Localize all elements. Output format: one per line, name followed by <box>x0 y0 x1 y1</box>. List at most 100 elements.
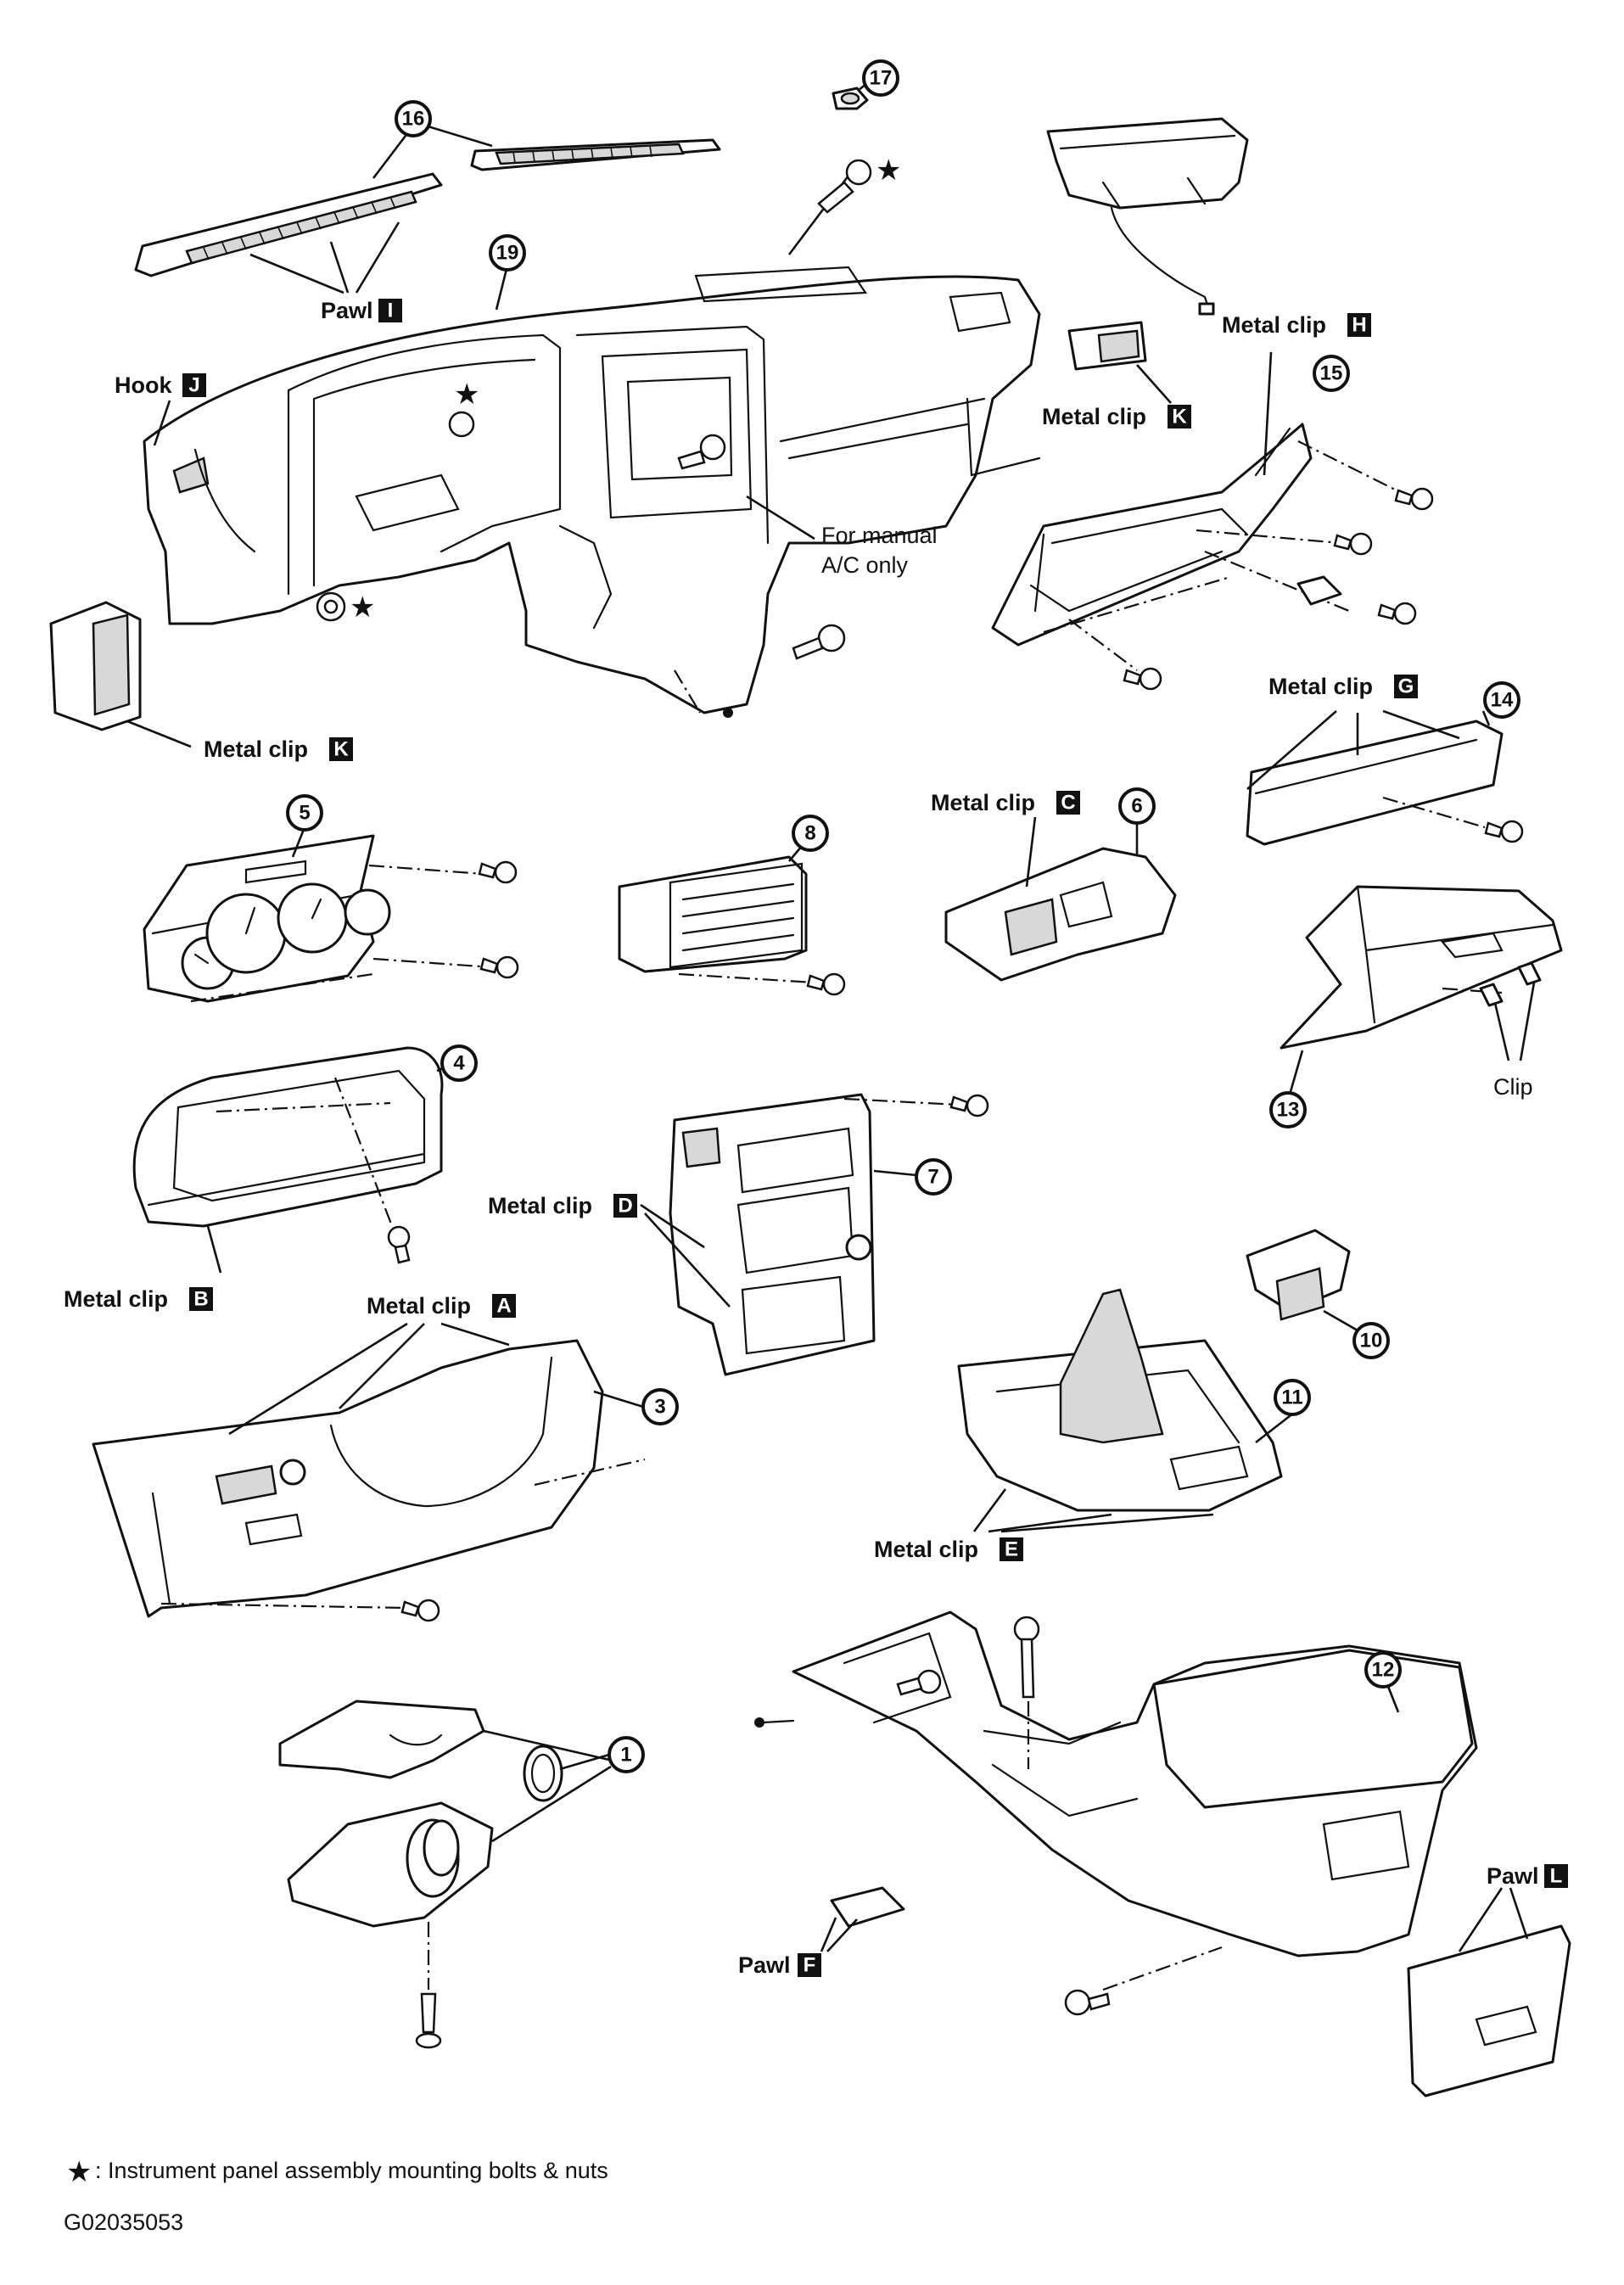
svg-text:Metal clip: Metal clip <box>1222 312 1326 338</box>
part-16-defroster-grille <box>134 123 721 294</box>
part-4-cluster-lid <box>132 1046 463 1274</box>
svg-text:K: K <box>333 738 349 761</box>
svg-text:J: J <box>188 374 199 397</box>
part-8-audio-unit <box>618 835 846 996</box>
bolts-part-15 <box>1123 487 1434 691</box>
svg-text:10: 10 <box>1360 1330 1383 1353</box>
bolt-manual-ac <box>677 434 726 470</box>
bolt-lower-center <box>792 624 846 660</box>
callout-15: 15 <box>1313 355 1350 392</box>
svg-text:For manual: For manual <box>821 523 938 548</box>
svg-text:Metal clip: Metal clip <box>367 1293 471 1319</box>
callout-19: 19 <box>489 234 526 272</box>
label-manual-ac: For manual A/C only <box>821 523 938 578</box>
label-metal-clip-d: Metal clip D <box>488 1193 637 1218</box>
callout-16: 16 <box>395 100 432 137</box>
svg-text:13: 13 <box>1277 1099 1300 1122</box>
svg-text:I: I <box>388 300 394 322</box>
label-metal-clip-h: Metal clip H <box>1222 312 1371 338</box>
part-19-instrument-panel: ★ <box>143 175 1041 718</box>
part-14-trim <box>1246 709 1524 846</box>
part-5-combination-meter <box>143 826 493 1003</box>
callout-11: 11 <box>1274 1379 1311 1416</box>
callout-17: 17 <box>862 59 899 97</box>
label-pawl-i: Pawl I <box>321 298 402 323</box>
console-rear-lid <box>1407 1887 1571 2097</box>
callout-7: 7 <box>915 1158 952 1196</box>
label-metal-clip-e: Metal clip E <box>874 1537 1023 1562</box>
passenger-airbag-module <box>1046 117 1249 316</box>
part-3-lower-cover <box>92 1322 646 1622</box>
label-hook-j: Hook J <box>115 372 206 446</box>
label-metal-clip-k-right: Metal clip K <box>1042 404 1191 429</box>
svg-text:3: 3 <box>654 1396 665 1419</box>
svg-text:Pawl: Pawl <box>321 298 373 323</box>
svg-text:H: H <box>1352 314 1366 337</box>
callout-13: 13 <box>1269 1091 1307 1128</box>
svg-text:E: E <box>1005 1538 1018 1561</box>
side-vent-left <box>49 601 192 748</box>
svg-text:Metal clip: Metal clip <box>931 790 1035 815</box>
figure-code: G02035053 <box>64 2209 183 2235</box>
svg-text:1: 1 <box>620 1744 631 1767</box>
svg-text:15: 15 <box>1320 362 1343 385</box>
svg-text:★: ★ <box>350 591 375 624</box>
svg-text:Metal clip: Metal clip <box>488 1193 592 1218</box>
svg-text:Metal clip: Metal clip <box>64 1286 168 1312</box>
svg-text:16: 16 <box>402 108 425 131</box>
part-15-lower-panel <box>991 351 1401 671</box>
part-1-column-cover <box>278 1700 612 2049</box>
bolt-top: ★ <box>817 154 901 214</box>
part-13-glove-box <box>1280 885 1563 1095</box>
svg-text:8: 8 <box>804 822 815 845</box>
side-vent-right <box>1067 321 1172 404</box>
label-metal-clip-k-left: Metal clip K <box>204 736 353 762</box>
label-clip: Clip <box>1493 1074 1533 1100</box>
svg-text:12: 12 <box>1372 1659 1395 1682</box>
legend: ★ : Instrument panel assembly mounting b… <box>66 2155 608 2189</box>
svg-text:Metal clip: Metal clip <box>204 736 308 762</box>
callout-5: 5 <box>286 794 323 832</box>
part-11-shift-console <box>957 1288 1295 1533</box>
svg-text:: Instrument panel assembly mo: : Instrument panel assembly mounting bol… <box>95 2158 608 2183</box>
svg-text:B: B <box>193 1288 208 1311</box>
callout-10: 10 <box>1352 1322 1390 1359</box>
part-6-center-vent <box>944 816 1177 982</box>
svg-text:★: ★ <box>66 2155 92 2189</box>
svg-text:★: ★ <box>876 154 901 188</box>
svg-text:A/C only: A/C only <box>821 552 909 578</box>
svg-text:F: F <box>804 1954 816 1977</box>
callout-14: 14 <box>1483 681 1520 719</box>
part-17-clip <box>832 76 875 110</box>
mounting-star: ★ <box>454 378 479 412</box>
svg-text:5: 5 <box>299 802 310 825</box>
label-pawl-f: Pawl F <box>738 1952 821 1978</box>
part-12-center-console <box>754 1610 1478 2016</box>
callout-8: 8 <box>792 815 829 852</box>
svg-text:L: L <box>1550 1865 1563 1888</box>
svg-text:14: 14 <box>1491 689 1514 712</box>
svg-text:Pawl: Pawl <box>1487 1863 1539 1889</box>
svg-text:G: G <box>1398 675 1414 698</box>
callout-6: 6 <box>1118 787 1156 825</box>
svg-text:C: C <box>1061 792 1075 815</box>
label-metal-clip-b: Metal clip B <box>64 1286 213 1312</box>
nut-left: ★ <box>316 591 375 624</box>
svg-text:Hook: Hook <box>115 372 172 398</box>
svg-text:A: A <box>496 1295 511 1318</box>
label-pawl-l: Pawl L <box>1487 1863 1568 1889</box>
svg-text:Metal clip: Metal clip <box>1042 404 1146 429</box>
callout-1: 1 <box>608 1736 645 1773</box>
callout-12: 12 <box>1364 1651 1402 1689</box>
callouts: 16 17 19 15 14 5 8 6 4 13 7 10 3 11 12 1 <box>286 59 1520 1773</box>
svg-text:17: 17 <box>870 67 893 90</box>
svg-text:19: 19 <box>496 242 519 265</box>
svg-text:11: 11 <box>1281 1386 1302 1409</box>
svg-text:K: K <box>1172 406 1187 428</box>
svg-text:4: 4 <box>453 1052 465 1075</box>
svg-text:Metal clip: Metal clip <box>874 1537 978 1562</box>
part-10-switch <box>1246 1229 1358 1332</box>
part-7-center-bezel <box>640 1093 989 1376</box>
label-metal-clip-c: Metal clip C <box>931 790 1080 815</box>
